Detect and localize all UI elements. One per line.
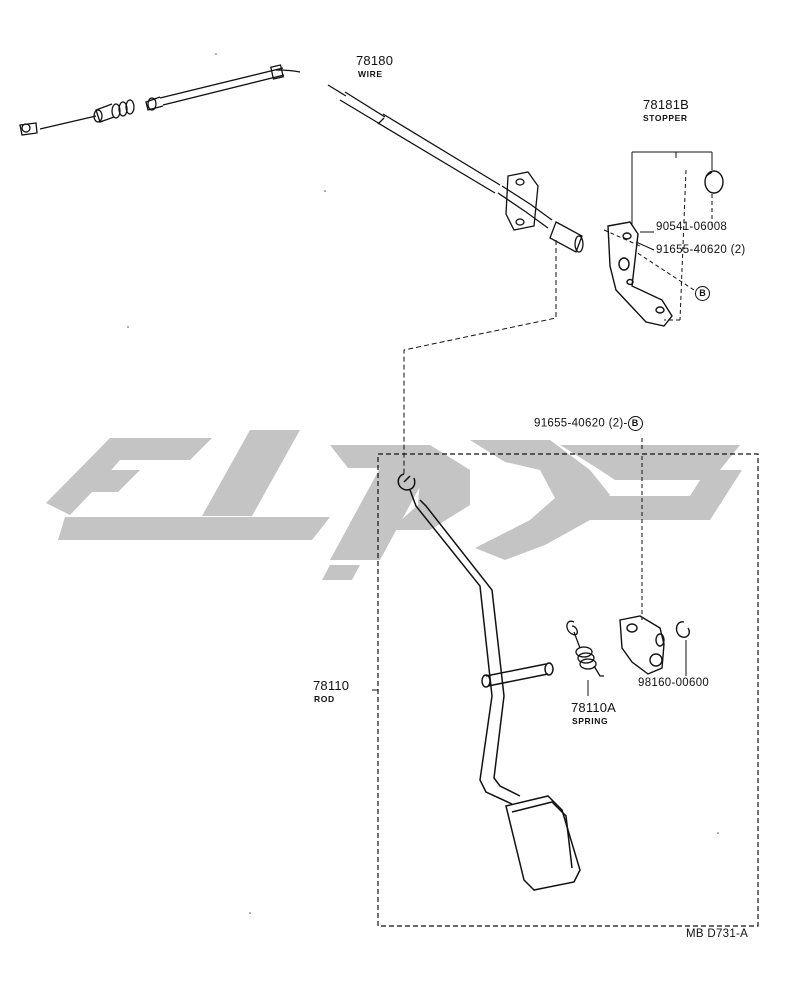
clip-part-number: 98160-00600 <box>638 677 710 689</box>
bracket-bolt-number-text: 91655-40620 (2)- <box>534 417 628 430</box>
wire-part-number: 78180 <box>356 53 394 68</box>
stopper-nut-part-number: 91655-40620 (2) <box>656 244 746 256</box>
stopper-bracket <box>607 170 724 327</box>
rod-spring <box>566 620 604 677</box>
wire-cable-left <box>19 64 301 136</box>
stopper-part-number: 78181B <box>643 97 690 112</box>
rod-bracket <box>619 615 690 675</box>
rod-part-number: 78110 <box>313 678 350 693</box>
callout-b-marker: B <box>695 286 710 302</box>
spring-part-number: 78110A <box>571 700 617 715</box>
callout-marker-upper: B <box>695 285 710 303</box>
spring-part-name: SPRING <box>572 716 609 726</box>
accelerator-rod <box>397 473 581 891</box>
leader-lines-upper <box>403 151 713 476</box>
bracket-bolt-part-number: 91655-40620 (2)-B <box>534 416 643 431</box>
diagram-reference-code: MB D731-A <box>686 928 749 940</box>
wire-cable-right <box>327 84 584 253</box>
callout-b-marker-lower: B <box>627 416 643 431</box>
scan-dots <box>127 53 719 914</box>
stopper-part-name: STOPPER <box>643 113 688 123</box>
watermark-logo <box>46 430 742 580</box>
rod-part-name: ROD <box>314 694 335 704</box>
wire-part-name: WIRE <box>358 69 383 79</box>
stopper-bolt-part-number: 90541-06008 <box>656 221 728 233</box>
leader-lines-lower <box>372 438 687 696</box>
